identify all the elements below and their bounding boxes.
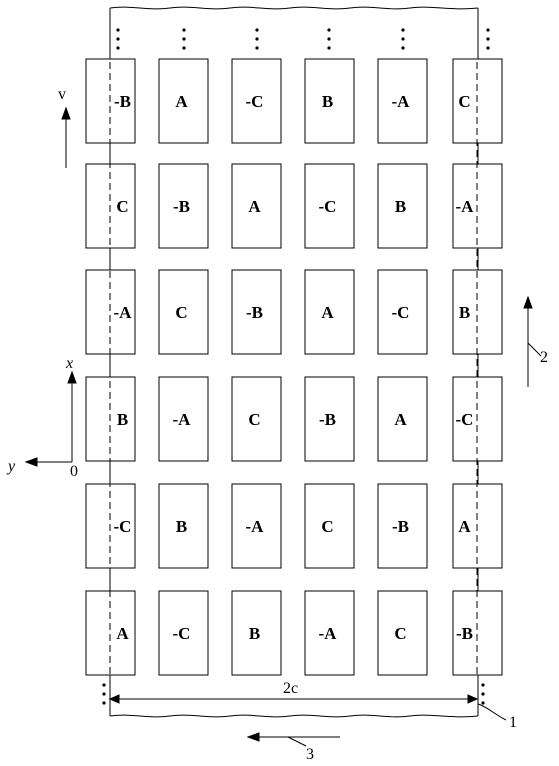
coil-label-r3-c3: -B (246, 303, 263, 322)
coil-label-r3-c1: -A (114, 303, 133, 322)
strip-top-edge (109, 6, 479, 10)
coil-grid: -B A -C B -A C C -B A -C B -A -A C -B A -C B B -A C -B A -C -C B -… (85, 58, 503, 676)
coil-label-r2-c2: -B (173, 197, 190, 216)
coil-label-r3-c4: A (321, 303, 334, 322)
callout-2-label: 2 (540, 349, 548, 366)
strip-bottom-edge (109, 714, 479, 718)
callout-3-leader (287, 736, 307, 747)
coil-block-r5-c3 (231, 483, 282, 569)
velocity-label: v (58, 86, 66, 103)
coil-block-r6-c2 (158, 590, 209, 676)
coil-label-r3-c5: -C (392, 303, 410, 322)
motion-arrow-2 (523, 295, 542, 387)
coil-block-r5-c4 (304, 483, 355, 569)
coil-label-r5-c4: C (321, 517, 333, 536)
coil-label-r5-c5: -B (392, 517, 409, 536)
coil-block-r5-c5 (377, 483, 428, 569)
x-axis-label: x (65, 355, 73, 372)
coil-block-r4-c3 (231, 376, 282, 462)
coil-label-r6-c1: A (116, 624, 129, 643)
coil-label-r5-c6: A (458, 517, 471, 536)
coil-label-r5-c1: -C (114, 517, 132, 536)
coil-block-r6-c4 (304, 590, 355, 676)
coil-label-r3-c2: C (175, 303, 187, 322)
coil-block-r1-c5 (377, 58, 428, 144)
dimension-label: 2c (283, 680, 298, 697)
coil-label-r4-c4: -B (319, 410, 336, 429)
coil-block-r3-c5 (377, 269, 428, 355)
coil-label-r1-c5: -A (392, 92, 411, 111)
coil-block-r2-c2 (158, 163, 209, 249)
continuation-dots-bottom (102, 683, 485, 705)
coil-block-r5-c2 (158, 483, 209, 569)
coil-label-r6-c5: C (394, 624, 406, 643)
continuation-dots-top (116, 28, 490, 50)
callout-3-label: 3 (306, 746, 314, 763)
coil-label-r4-c1: B (117, 410, 128, 429)
coil-block-r2-c3 (231, 163, 282, 249)
coil-label-r3-c6: B (459, 303, 470, 322)
callout-2-leader (527, 342, 542, 357)
callout-1-label: 1 (509, 714, 517, 731)
coordinate-axes (24, 370, 77, 467)
coil-label-r2-c4: -C (319, 197, 337, 216)
coil-label-r4-c5: A (394, 410, 407, 429)
y-axis-arrowhead (24, 457, 38, 467)
coil-block-r4-c4 (304, 376, 355, 462)
coil-block-r6-c3 (231, 590, 282, 676)
coil-label-r5-c2: B (176, 517, 187, 536)
coil-block-r4-c2 (158, 376, 209, 462)
coil-block-r3-c2 (158, 269, 209, 355)
coil-block-r1-c3 (231, 58, 282, 144)
coil-block-r2-c4 (304, 163, 355, 249)
coil-label-r2-c6: -A (456, 197, 475, 216)
coil-label-r2-c5: B (395, 197, 406, 216)
coil-label-r6-c6: -B (456, 624, 473, 643)
coil-label-r2-c1: C (116, 197, 128, 216)
coil-block-r1-c4 (304, 58, 355, 144)
coil-label-r1-c6: C (458, 92, 470, 111)
origin-label: 0 (70, 463, 78, 480)
coil-label-r1-c4: B (322, 92, 333, 111)
coil-label-r1-c1: -B (114, 92, 131, 111)
velocity-arrow (61, 106, 71, 168)
coil-label-r5-c3: -A (246, 517, 265, 536)
coil-block-r2-c5 (377, 163, 428, 249)
coil-block-r6-c5 (377, 590, 428, 676)
coil-label-r1-c3: -C (246, 92, 264, 111)
coil-label-r6-c3: B (249, 624, 260, 643)
callout-1-leader (477, 703, 507, 721)
coil-label-r6-c4: -A (319, 624, 338, 643)
coil-block-r3-c4 (304, 269, 355, 355)
x-axis-arrowhead (67, 370, 77, 384)
y-axis-label: y (6, 458, 16, 475)
coil-label-r6-c2: -C (173, 624, 191, 643)
coil-block-r1-c2 (158, 58, 209, 144)
coil-block-r3-c3 (231, 269, 282, 355)
coil-label-r4-c6: -C (456, 410, 474, 429)
dashed-boundaries (109, 62, 478, 676)
coil-label-r4-c3: C (248, 410, 260, 429)
coil-block-r4-c5 (377, 376, 428, 462)
coil-label-r2-c3: A (248, 197, 261, 216)
coil-label-r1-c2: A (175, 92, 188, 111)
dimension-2c (108, 694, 479, 704)
coil-label-r4-c2: -A (173, 410, 192, 429)
motion-arrow-3 (246, 732, 340, 747)
